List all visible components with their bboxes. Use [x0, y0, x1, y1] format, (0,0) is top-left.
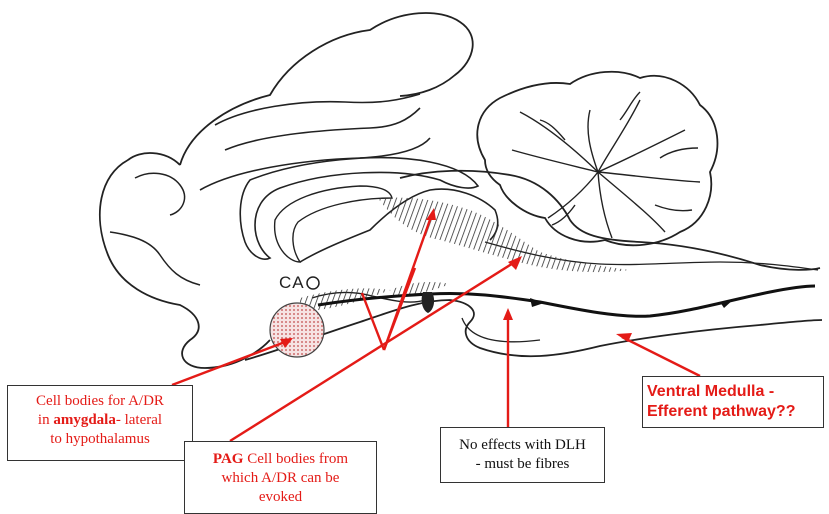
ca-circle	[307, 277, 319, 289]
amygdala-line-2: in amygdala- lateral	[14, 411, 186, 430]
amygdala-line-2-pre: in	[38, 412, 53, 428]
cerebellum-outline	[477, 72, 717, 246]
pointer-lines	[172, 214, 700, 441]
ventral-medulla-label-box: Ventral Medulla - Efferent pathway??	[642, 376, 824, 428]
fornix	[275, 186, 392, 262]
pag-line-1-post: Cell bodies from	[243, 451, 348, 467]
efferent-arrow-1	[530, 298, 544, 307]
pag-line-1: PAG Cell bodies from	[191, 450, 370, 469]
pag-line-3: evoked	[191, 488, 370, 507]
amygdala-term: amygdala	[53, 412, 116, 428]
pointer-pag-3	[362, 293, 384, 350]
pointer-pag-2	[384, 268, 415, 350]
brainstem-ventral	[245, 300, 822, 360]
ca-label: CA	[279, 273, 305, 293]
mammillary-body	[422, 292, 434, 313]
amygdala-line-1: Cell bodies for A/DR	[14, 392, 186, 411]
amygdala-marker	[270, 303, 324, 357]
pag-term: PAG	[213, 451, 244, 467]
vm-line-1: Ventral Medulla -	[647, 382, 819, 402]
cortex-fold-1	[215, 94, 420, 125]
pons-bulge	[462, 318, 540, 342]
cortex-fold-5	[110, 232, 200, 285]
pag-line-2: which A/DR can be	[191, 469, 370, 488]
vm-line-2: Efferent pathway??	[647, 402, 819, 422]
amygdala-label-box: Cell bodies for A/DR in amygdala- latera…	[7, 385, 193, 461]
dlh-line-2: - must be fibres	[447, 455, 598, 474]
cortex-fold-2	[225, 108, 420, 150]
cortex-fold-4	[135, 173, 185, 215]
dlh-label-box: No effects with DLH - must be fibres	[440, 427, 605, 483]
amygdala-line-2-post: - lateral	[116, 412, 162, 428]
pag-label-box: PAG Cell bodies from which A/DR can be e…	[184, 441, 377, 514]
dlh-line-1: No effects with DLH	[447, 436, 598, 455]
pointer-vm	[622, 337, 700, 376]
amygdala-line-3: to hypothalamus	[14, 430, 186, 449]
cerebellum-folia	[512, 92, 700, 238]
